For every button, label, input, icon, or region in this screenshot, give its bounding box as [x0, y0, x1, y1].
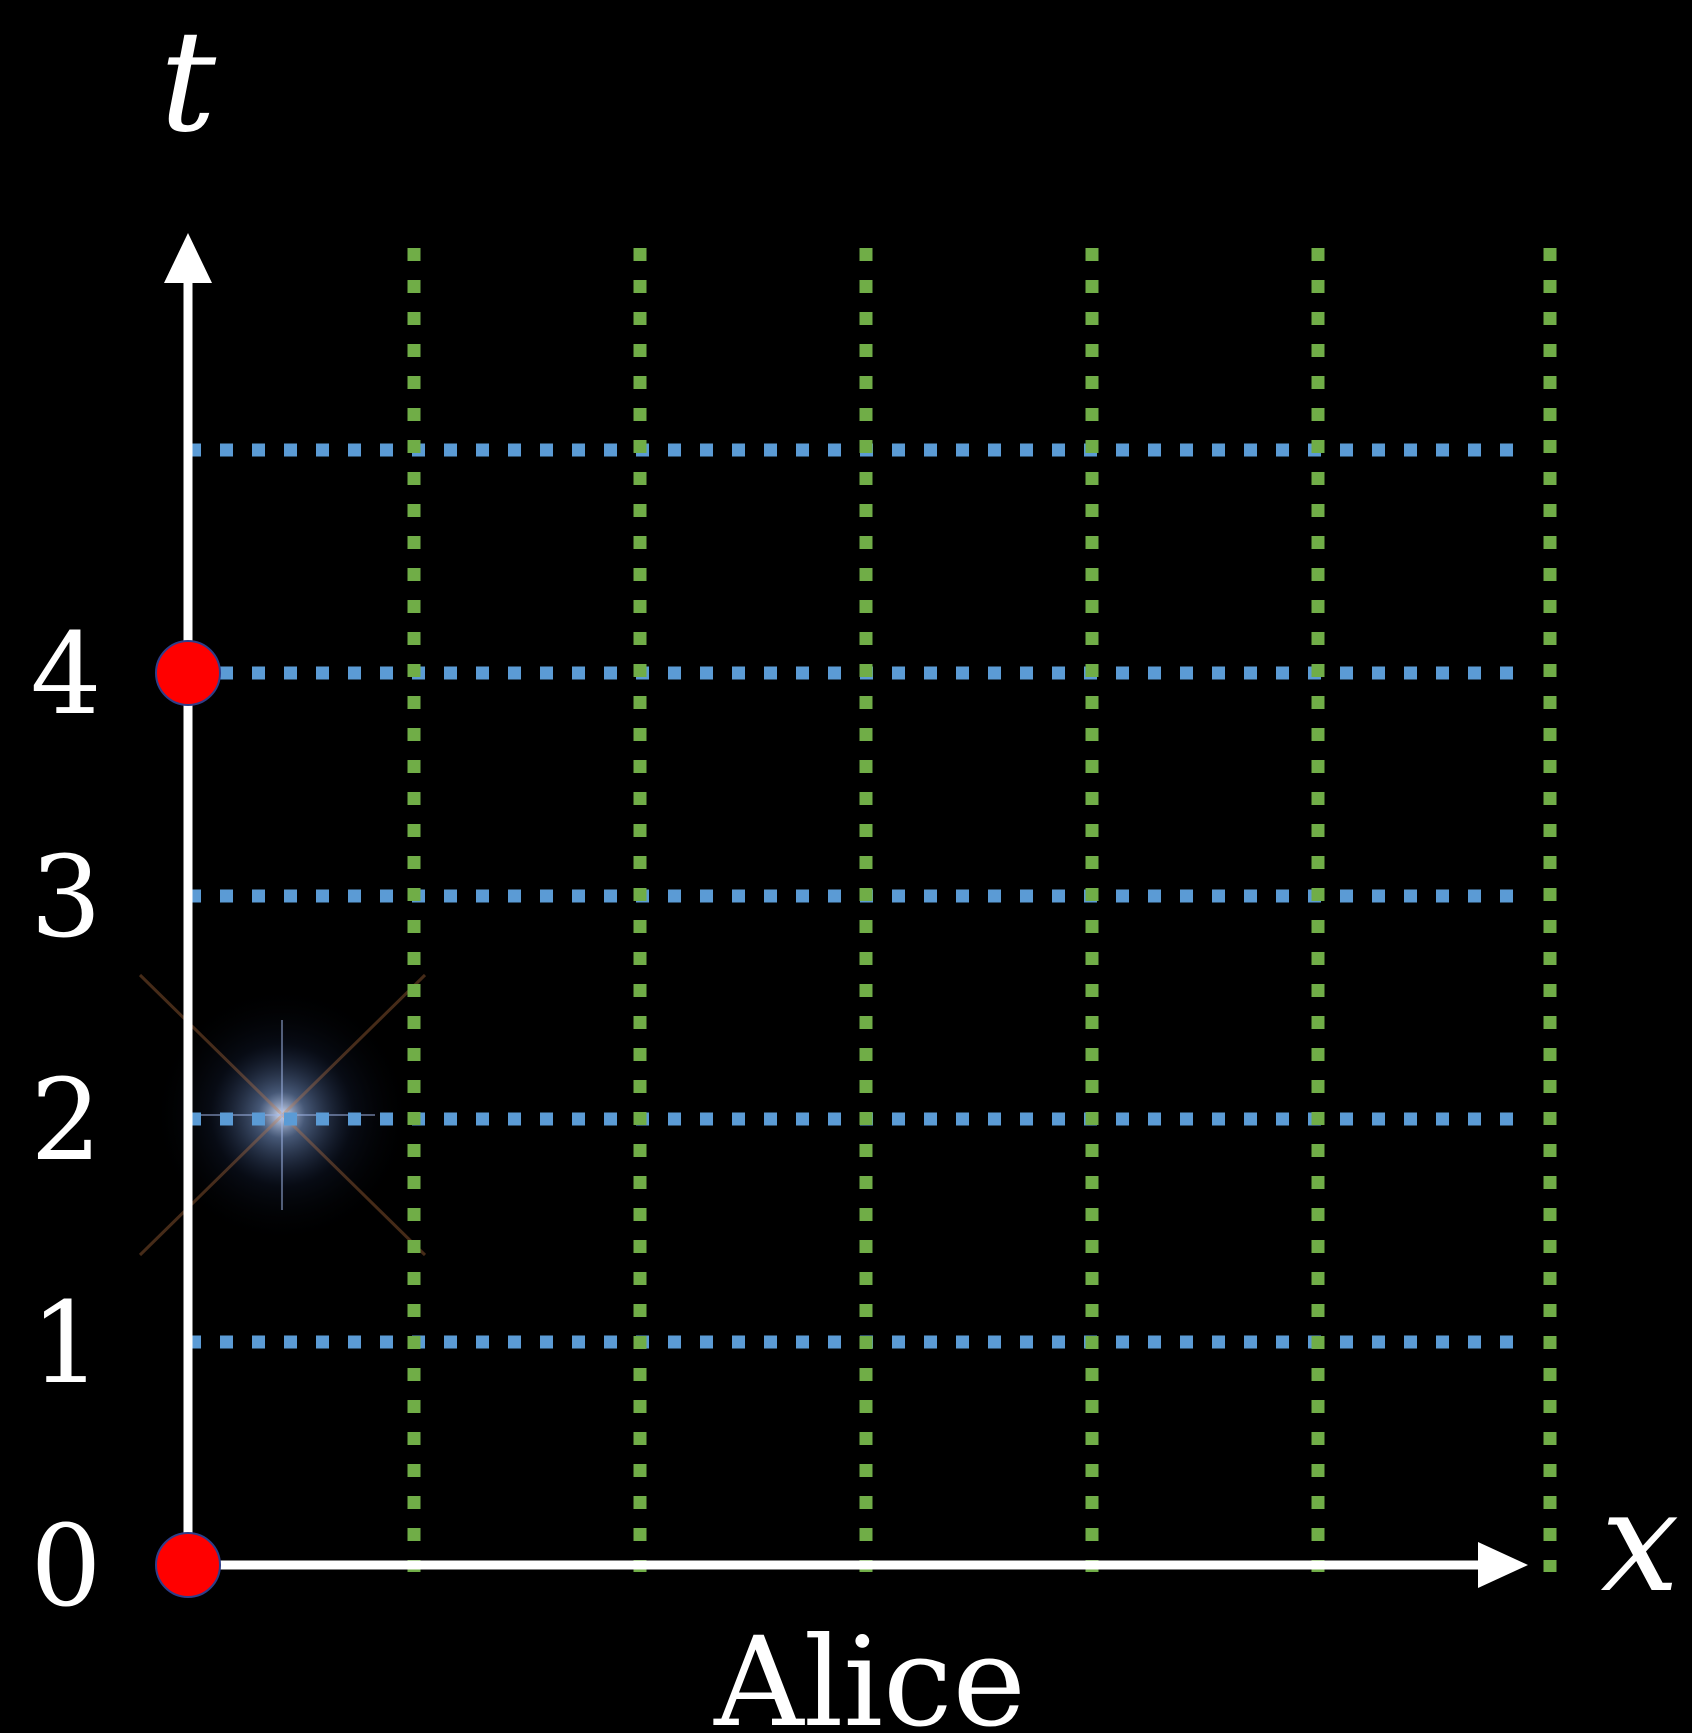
time-axis-arrowhead [164, 233, 212, 283]
event-points [155, 640, 221, 1598]
time-axis-label: t [160, 1, 217, 164]
observer-caption: Alice [713, 1611, 1026, 1733]
event-dot [155, 1532, 221, 1598]
time-tick-label: 4 [30, 610, 101, 740]
time-tick-label: 3 [30, 833, 101, 963]
event-dot [155, 640, 221, 706]
space-axis-label: x [1601, 1461, 1680, 1624]
time-tick-label: 2 [30, 1056, 101, 1186]
space-axis-arrowhead [1478, 1542, 1528, 1588]
time-tick-labels: 0 1 2 3 4 [30, 610, 101, 1632]
time-tick-label: 0 [30, 1502, 101, 1632]
background-star [138, 973, 427, 1257]
axes [164, 233, 1528, 1588]
time-tick-label: 1 [30, 1279, 101, 1409]
